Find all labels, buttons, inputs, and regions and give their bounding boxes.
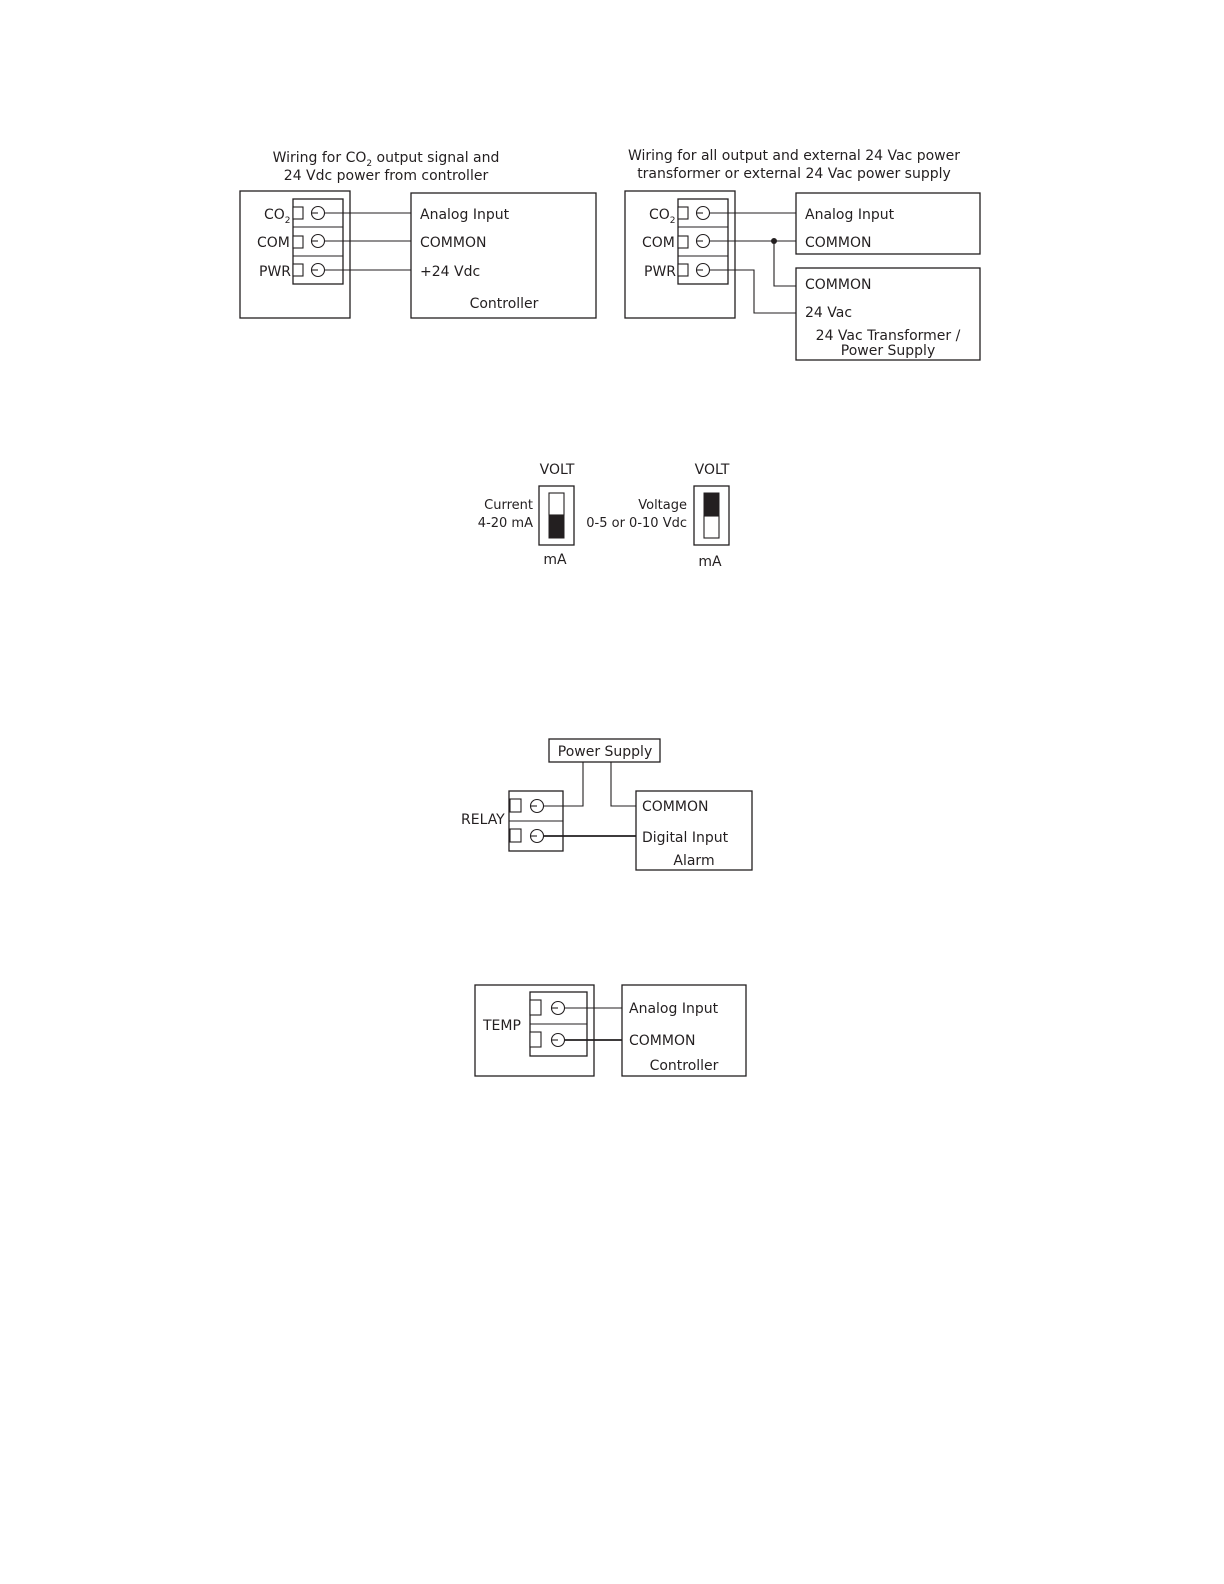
terminal-screw-com bbox=[695, 233, 711, 249]
jumper-current-slot-top bbox=[548, 492, 565, 516]
alarm-common: COMMON bbox=[642, 799, 708, 815]
terminal-square-com bbox=[292, 235, 304, 249]
terminal-label-pwr: PWR bbox=[259, 264, 291, 280]
terminal-label-co2: CO2 bbox=[264, 207, 291, 226]
jumper-current-slot-bottom-filled bbox=[548, 515, 565, 539]
jumper-voltage-volt-label: VOLT bbox=[695, 462, 730, 478]
transformer-box bbox=[795, 267, 981, 361]
jumper-current-label-line2: 4-20 mA bbox=[478, 516, 533, 531]
output-jumper-diagram: VOLT Current 4-20 mA mA VOLT Voltage 0-5… bbox=[478, 462, 730, 570]
co2-controller-wiring-diagram: Wiring for CO2 output signal and 24 Vdc … bbox=[239, 150, 597, 319]
temp-sensor-housing bbox=[474, 984, 595, 1077]
relay-terminal-square-1 bbox=[509, 798, 522, 813]
transformer-name-line1: 24 Vac Transformer / bbox=[816, 328, 961, 344]
relay-wiring-diagram: Power Supply RELAY COMMON Digital Input … bbox=[461, 738, 753, 871]
terminal-screw-pwr bbox=[695, 262, 711, 278]
temp-controller-analog-input: Analog Input bbox=[629, 1001, 719, 1017]
temp-screw-2 bbox=[550, 1032, 566, 1048]
temp-controller-box bbox=[621, 984, 747, 1077]
wire-com-to-transformer bbox=[773, 241, 796, 287]
jumper-voltage-label-line1: Voltage bbox=[638, 498, 687, 513]
terminal-label-com: COM bbox=[642, 235, 675, 251]
terminal-screw-pwr bbox=[310, 262, 326, 278]
controller-common: COMMON bbox=[805, 235, 871, 251]
temp-controller-common: COMMON bbox=[629, 1033, 695, 1049]
terminal-screw-com bbox=[310, 233, 326, 249]
sensor-housing bbox=[239, 190, 351, 319]
jumper-voltage: VOLT Voltage 0-5 or 0-10 Vdc mA bbox=[586, 462, 730, 570]
co2-wiring-title-line1: Wiring for CO2 output signal and bbox=[273, 150, 500, 169]
temp-terminal-square-1 bbox=[529, 999, 542, 1016]
jumper-current-volt-label: VOLT bbox=[540, 462, 575, 478]
terminal-label-co2: CO2 bbox=[649, 207, 676, 226]
external-wiring-title-line2: transformer or external 24 Vac power sup… bbox=[637, 166, 951, 182]
alarm-digital-input: Digital Input bbox=[642, 830, 729, 846]
jumper-current-label-line1: Current bbox=[484, 498, 533, 513]
jumper-voltage-slot-bottom bbox=[703, 515, 720, 539]
controller-box bbox=[410, 192, 597, 319]
terminal-screw-co2 bbox=[310, 205, 326, 221]
wire-relay-to-power-supply bbox=[543, 762, 584, 807]
jumper-voltage-label-line2: 0-5 or 0-10 Vdc bbox=[586, 516, 687, 531]
controller-box bbox=[795, 192, 981, 255]
terminal-square-co2 bbox=[677, 206, 689, 220]
jumper-voltage-slot-top-filled bbox=[703, 492, 720, 516]
terminal-square-co2 bbox=[292, 206, 304, 220]
relay-screw-2 bbox=[529, 828, 545, 844]
terminal-screw-co2 bbox=[695, 205, 711, 221]
temp-wiring-diagram: TEMP Analog Input COMMON Controller bbox=[474, 984, 747, 1077]
co2-wiring-title-line2: 24 Vdc power from controller bbox=[284, 168, 489, 184]
wire-power-supply-to-common bbox=[610, 762, 636, 807]
jumper-voltage-ma-label: mA bbox=[698, 554, 722, 570]
relay-terminal-square-2 bbox=[509, 828, 522, 843]
temp-terminal-square-2 bbox=[529, 1031, 542, 1048]
wire-pwr-to-transformer bbox=[709, 269, 796, 314]
temp-controller-name: Controller bbox=[650, 1058, 719, 1074]
terminal-square-pwr bbox=[677, 263, 689, 277]
jumper-current-ma-label: mA bbox=[543, 552, 567, 568]
transformer-24vac: 24 Vac bbox=[805, 305, 852, 321]
transformer-common: COMMON bbox=[805, 277, 871, 293]
relay-screw-1 bbox=[529, 798, 545, 814]
power-supply-label: Power Supply bbox=[558, 744, 653, 760]
jumper-current-housing bbox=[538, 485, 575, 546]
terminal-label-pwr: PWR bbox=[644, 264, 676, 280]
terminal-square-com bbox=[677, 235, 689, 249]
controller-pwr: +24 Vdc bbox=[420, 264, 480, 280]
relay-label: RELAY bbox=[461, 812, 505, 828]
alarm-box bbox=[635, 790, 753, 871]
sensor-housing bbox=[624, 190, 736, 319]
external-power-wiring-diagram: Wiring for all output and external 24 Va… bbox=[624, 148, 981, 361]
temp-label: TEMP bbox=[482, 1018, 521, 1034]
temp-screw-1 bbox=[550, 1000, 566, 1016]
jumper-current: VOLT Current 4-20 mA mA bbox=[478, 462, 575, 568]
transformer-name-line2: Power Supply bbox=[841, 343, 936, 359]
power-supply-box bbox=[548, 738, 661, 763]
alarm-name: Alarm bbox=[673, 853, 714, 869]
controller-name: Controller bbox=[470, 296, 539, 312]
controller-analog-input: Analog Input bbox=[805, 207, 895, 223]
external-wiring-title-line1: Wiring for all output and external 24 Va… bbox=[628, 148, 960, 164]
terminal-square-pwr bbox=[292, 263, 304, 277]
terminal-label-com: COM bbox=[257, 235, 290, 251]
controller-common: COMMON bbox=[420, 235, 486, 251]
jumper-voltage-housing bbox=[693, 485, 730, 546]
controller-analog-input: Analog Input bbox=[420, 207, 510, 223]
